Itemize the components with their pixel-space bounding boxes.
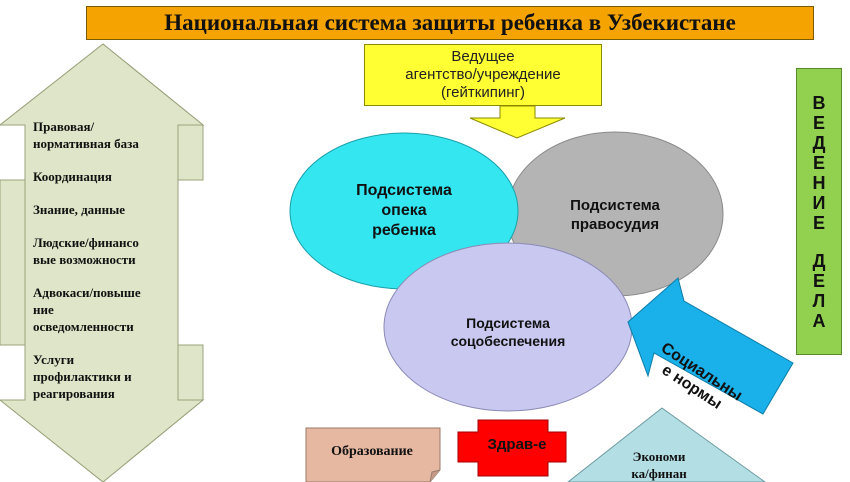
justice-circle-label: Подсистема правосудия [570, 197, 660, 233]
case-letter: В [812, 92, 826, 113]
lead-agency-line-2: агентство/учреждение [405, 66, 561, 83]
side-item-resources: Людские/финансо вые возможности [33, 235, 139, 267]
side-item-knowledge: Знание, данные [33, 202, 126, 217]
case-letter: Л [812, 290, 826, 311]
case-letter: Е [812, 152, 825, 173]
social-norms-arrow [627, 277, 794, 415]
education-fold [429, 469, 441, 482]
economy-triangle [567, 407, 766, 482]
case-letter: Н [812, 172, 826, 193]
case-management-box: В Е Д Е Н И Е Д Е Л А [796, 68, 842, 355]
economy-label: Экономи ка/финан [631, 449, 687, 481]
lead-agency-line-1: Ведущее [451, 48, 515, 65]
case-letter: Е [812, 112, 825, 133]
case-letter: Е [812, 270, 825, 291]
education-label: Образование [331, 444, 413, 459]
side-item-legal: Правовая/ нормативная база [33, 119, 139, 151]
welfare-circle-label: Подсистема соцобеспечения [450, 315, 566, 349]
health-label: Здрав-е [487, 436, 547, 453]
side-list: Правовая/ нормативная база Координация З… [33, 118, 203, 418]
case-letter: А [812, 310, 826, 331]
side-item-coordination: Координация [33, 169, 112, 184]
page-title: Национальная система защиты ребенка в Уз… [86, 6, 814, 40]
case-letter: Д [812, 132, 826, 153]
lead-agency-line-3: (гейткипинг) [441, 84, 525, 101]
side-item-advocacy: Адвокаси/повыше ние осведомленности [33, 285, 141, 334]
side-item-services: Услуги профилактики и реагирования [33, 352, 132, 401]
lead-agency-box: Ведущее агентство/учреждение (гейткипинг… [364, 44, 602, 106]
case-letter: И [812, 192, 826, 213]
care-circle-label: Подсистема опека ребенка [356, 182, 452, 239]
case-letter: Е [812, 212, 825, 233]
side-double-arrow-shape [0, 43, 205, 482]
health-cross [457, 419, 567, 477]
lead-down-arrow [469, 105, 566, 139]
case-letter: Д [812, 250, 826, 271]
